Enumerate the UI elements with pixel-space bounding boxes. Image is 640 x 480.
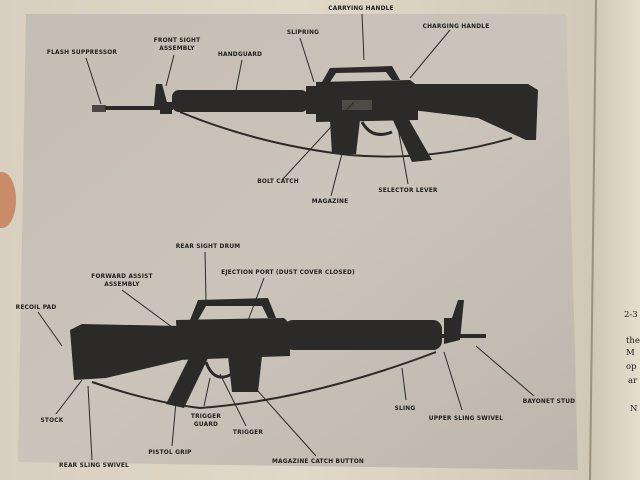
facing-line-5: N [630, 404, 638, 414]
label-front-sight-assembly: ASSEMBLY [159, 44, 195, 52]
top-leader-lines [85, 13, 451, 197]
facing-line-3: op [626, 362, 637, 372]
label-charging-handle: CHARGING HANDLE [422, 22, 490, 30]
label-recoil-pad: RECOIL PAD [15, 303, 57, 311]
label-trigger-guard: TRIGGER [190, 412, 222, 420]
bottom-rifle [70, 298, 486, 410]
label-sling: SLING [394, 404, 416, 412]
label-forward-assist: FORWARD ASSIST [91, 272, 153, 280]
label-front-sight: FRONT SIGHT [153, 36, 201, 44]
bottom-leader-lines [37, 251, 535, 461]
photo-plate [18, 14, 578, 470]
label-magazine-top: MAGAZINE [311, 197, 349, 205]
label-trigger: TRIGGER [232, 428, 264, 436]
right-page [590, 0, 640, 480]
label-selector-lever: SELECTOR LEVER [378, 186, 438, 194]
label-rear-sight-drum: REAR SIGHT DRUM [175, 242, 241, 250]
label-bayonet-stud: BAYONET STUD [522, 397, 576, 405]
facing-line-2: M [626, 348, 635, 358]
top-rifle [92, 66, 538, 162]
label-bolt-catch: BOLT CATCH [257, 177, 299, 185]
label-upper-sling-swivel: UPPER SLING SWIVEL [428, 414, 504, 422]
label-forward-assist-assembly: ASSEMBLY [104, 280, 140, 288]
label-flash-suppressor: FLASH SUPPRESSOR [46, 48, 118, 56]
label-magazine-catch-button: MAGAZINE CATCH BUTTON [272, 457, 364, 465]
label-handguard: HANDGUARD [217, 50, 263, 58]
facing-line-1: the [626, 336, 640, 346]
label-stock: STOCK [40, 416, 64, 424]
facing-line-4: ar [628, 376, 638, 386]
facing-figure-number: 2-3 [624, 310, 638, 320]
label-carrying-handle: CARRYING HANDLE [328, 4, 394, 12]
label-pistol-grip: PISTOL GRIP [148, 448, 192, 456]
label-trigger-guard-2: GUARD [193, 420, 219, 428]
finger [0, 172, 16, 228]
label-slipring: SLIPRING [286, 28, 320, 36]
label-rear-sling-swivel: REAR SLING SWIVEL [59, 461, 129, 469]
label-ejection-port: EJECTION PORT (DUST COVER CLOSED) [221, 268, 355, 276]
